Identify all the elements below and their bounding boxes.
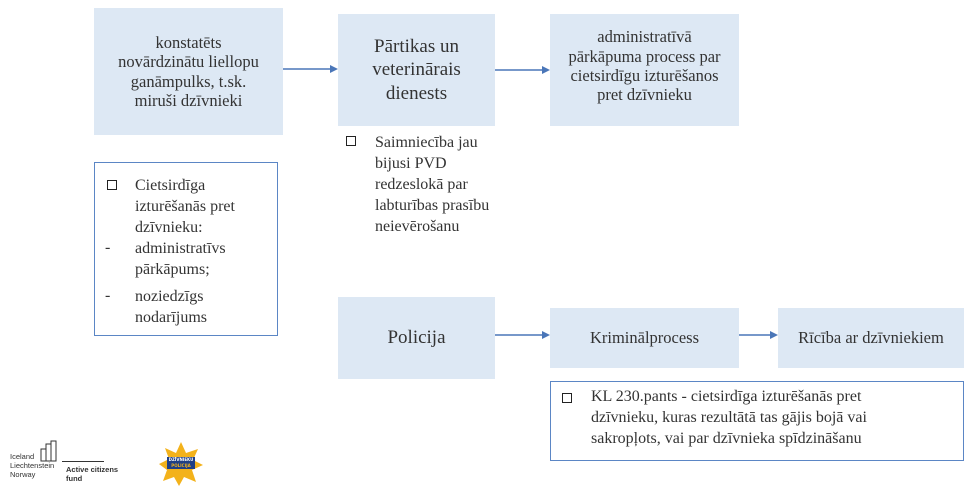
badge-star-icon <box>159 442 203 486</box>
animal-police-badge: DZĪVNIEKU POLICIJA <box>158 440 204 486</box>
kl-note-text: KL 230.pants - cietsirdīga izturēšanās p… <box>591 388 867 447</box>
police-box: Policija <box>338 297 495 379</box>
cruelty-header: Cietsirdīga izturēšanās pret dzīvnieku: <box>135 177 235 236</box>
eea-countries: Iceland Liechtenstein Norway <box>10 452 55 479</box>
pvd-note: Saimniecība jau bijusi PVD redzeslokā pa… <box>342 132 522 237</box>
arrow-herd-to-pvd <box>283 65 338 73</box>
badge-text-bottom: POLICIJA <box>171 463 191 468</box>
checkbox-icon <box>562 393 572 403</box>
cruelty-item-1-text: administratīvs pārkāpums; <box>135 240 226 278</box>
admin-process-text: administratīvā pārkāpuma process par cie… <box>568 27 721 105</box>
cruelty-box: Cietsirdīga izturēšanās pret dzīvnieku: … <box>94 162 278 336</box>
criminal-box: Kriminālprocess <box>550 308 739 368</box>
checkbox-icon <box>346 136 356 146</box>
police-text: Policija <box>387 326 446 348</box>
criminal-text: Kriminālprocess <box>589 328 700 348</box>
cruelty-item-2: - noziedzīgs nodarījums <box>105 287 245 328</box>
kl-note-box: KL 230.pants - cietsirdīga izturēšanās p… <box>550 381 964 461</box>
cruelty-item-2-text: noziedzīgs nodarījums <box>135 288 207 326</box>
arrow-pvd-to-admin <box>495 66 550 74</box>
arrow-police-to-criminal <box>495 331 550 339</box>
arrow-criminal-to-animals <box>739 331 778 339</box>
eea-divider <box>62 461 104 462</box>
pvd-note-text: Saimniecība jau bijusi PVD redzeslokā pa… <box>375 134 490 235</box>
animals-box: Rīcība ar dzīvniekiem <box>778 308 964 368</box>
animals-text: Rīcība ar dzīvniekiem <box>798 328 944 348</box>
pvd-text: Pārtikas un veterinārais dienests <box>372 36 461 104</box>
fund-name: Active citizens fund <box>66 465 119 483</box>
badge-text-top: DZĪVNIEKU <box>168 457 194 462</box>
pvd-box: Pārtikas un veterinārais dienests <box>338 14 495 126</box>
herd-text: konstatēts novārdzinātu liellopu ganāmpu… <box>118 32 259 110</box>
checkbox-icon <box>107 180 117 190</box>
cruelty-item-1: - administratīvs pārkāpums; <box>105 239 255 280</box>
eea-bars-icon <box>40 440 57 462</box>
herd-box: konstatēts novārdzinātu liellopu ganāmpu… <box>94 8 283 135</box>
dash-bullet: - <box>105 287 111 304</box>
dash-bullet: - <box>105 239 111 256</box>
cruelty-header-row: Cietsirdīga izturēšanās pret dzīvnieku: <box>107 175 265 238</box>
admin-process-box: administratīvā pārkāpuma process par cie… <box>550 14 739 126</box>
eea-grants-logo: Iceland Liechtenstein Norway Active citi… <box>10 440 140 490</box>
